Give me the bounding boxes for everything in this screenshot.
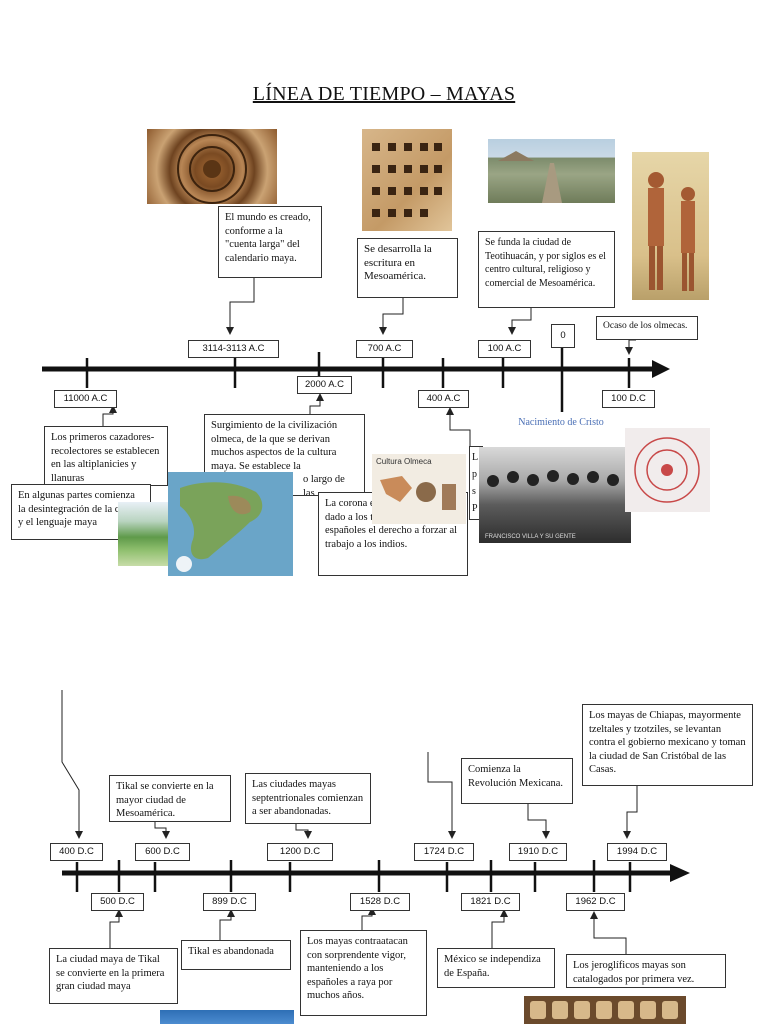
- date-700-ac: 700 A.C: [356, 340, 413, 358]
- date-600-dc: 600 D.C: [135, 843, 190, 861]
- date-11000-ac: 11000 A.C: [54, 390, 117, 408]
- maya-people-painting: [632, 152, 709, 300]
- event-tikal-abandonada: Tikal es abandonada: [181, 940, 291, 970]
- date-500-dc: 500 D.C: [91, 893, 144, 911]
- event-surgimiento-olmeca-text: Surgimiento de la civilización olmeca, d…: [211, 420, 338, 472]
- page-title: LÍNEA DE TIEMPO – MAYAS: [252, 83, 516, 105]
- date-1724-dc: 1724 D.C: [414, 843, 474, 861]
- mesoamerica-map-image: [168, 472, 293, 576]
- date-1528-dc: 1528 D.C: [350, 893, 410, 911]
- event-independencia: México se independiza de España.: [437, 948, 555, 988]
- event-ciudades-abandonadas: Las ciudades mayas septentrionales comie…: [245, 773, 371, 824]
- partial-char: P: [472, 503, 478, 514]
- maya-calendar-wheel-image: [625, 428, 710, 512]
- event-chiapas-levantamiento: Los mayas de Chiapas, mayormente tzeltal…: [582, 704, 753, 786]
- maya-script-image: [362, 129, 452, 231]
- date-0: 0: [551, 324, 575, 348]
- event-tikal-primera-ciudad: La ciudad maya de Tikal se convierte en …: [49, 948, 178, 1004]
- date-2000-ac: 2000 A.C: [297, 376, 352, 394]
- landscape-image: [118, 502, 172, 566]
- event-escritura: Se desarrolla la escritura en Mesoaméric…: [357, 238, 458, 298]
- glyphs-image: [524, 996, 686, 1024]
- olmeca-caption: Cultura Olmeca: [376, 457, 432, 466]
- partial-char: L: [472, 452, 479, 463]
- teotihuacan-image: [488, 139, 615, 203]
- event-cazadores-recolectores: Los primeros cazadores-recolectores se e…: [44, 426, 168, 486]
- event-teotihuacan: Se funda la ciudad de Teotihuacán, y por…: [478, 231, 615, 308]
- aztec-calendar-image: [147, 129, 277, 204]
- date-3114-ac: 3114-3113 A.C: [188, 340, 279, 358]
- sky-image: [160, 1010, 294, 1024]
- event-mayas-contraatacan: Los mayas contraatacan con sorprendente …: [300, 930, 427, 1016]
- event-jeroglificos: Los jeroglíficos mayas son catalogados p…: [566, 954, 726, 988]
- partial-char: s: [472, 486, 476, 497]
- event-cuenta-larga: El mundo es creado, conforme a la "cuent…: [218, 206, 322, 278]
- event-surgimiento-olmeca-tail: o largo de las: [303, 474, 345, 496]
- villa-caption: FRANCISCO VILLA Y SU GENTE: [485, 534, 576, 540]
- date-1910-dc: 1910 D.C: [509, 843, 567, 861]
- pancho-villa-photo: FRANCISCO VILLA Y SU GENTE: [479, 447, 631, 543]
- partial-char: p: [472, 469, 477, 480]
- event-nacimiento-cristo: Nacimiento de Cristo: [518, 417, 604, 428]
- olmeca-culture-image: Cultura Olmeca: [372, 454, 466, 524]
- date-100-ac: 100 A.C: [478, 340, 531, 358]
- date-1962-dc: 1962 D.C: [566, 893, 625, 911]
- event-revolucion-mexicana: Comienza la Revolución Mexicana.: [461, 758, 573, 804]
- date-400-ac: 400 A.C: [418, 390, 469, 408]
- date-400-dc: 400 D.C: [50, 843, 103, 861]
- event-ocaso-olmecas: Ocaso de los olmecas.: [596, 316, 698, 340]
- date-1994-dc: 1994 D.C: [607, 843, 667, 861]
- date-100-dc-top: 100 D.C: [602, 390, 655, 408]
- date-1200-dc: 1200 D.C: [267, 843, 333, 861]
- date-1821-dc: 1821 D.C: [461, 893, 520, 911]
- event-tikal-mayor-ciudad: Tikal se convierte en la mayor ciudad de…: [109, 775, 231, 822]
- date-899-dc: 899 D.C: [203, 893, 256, 911]
